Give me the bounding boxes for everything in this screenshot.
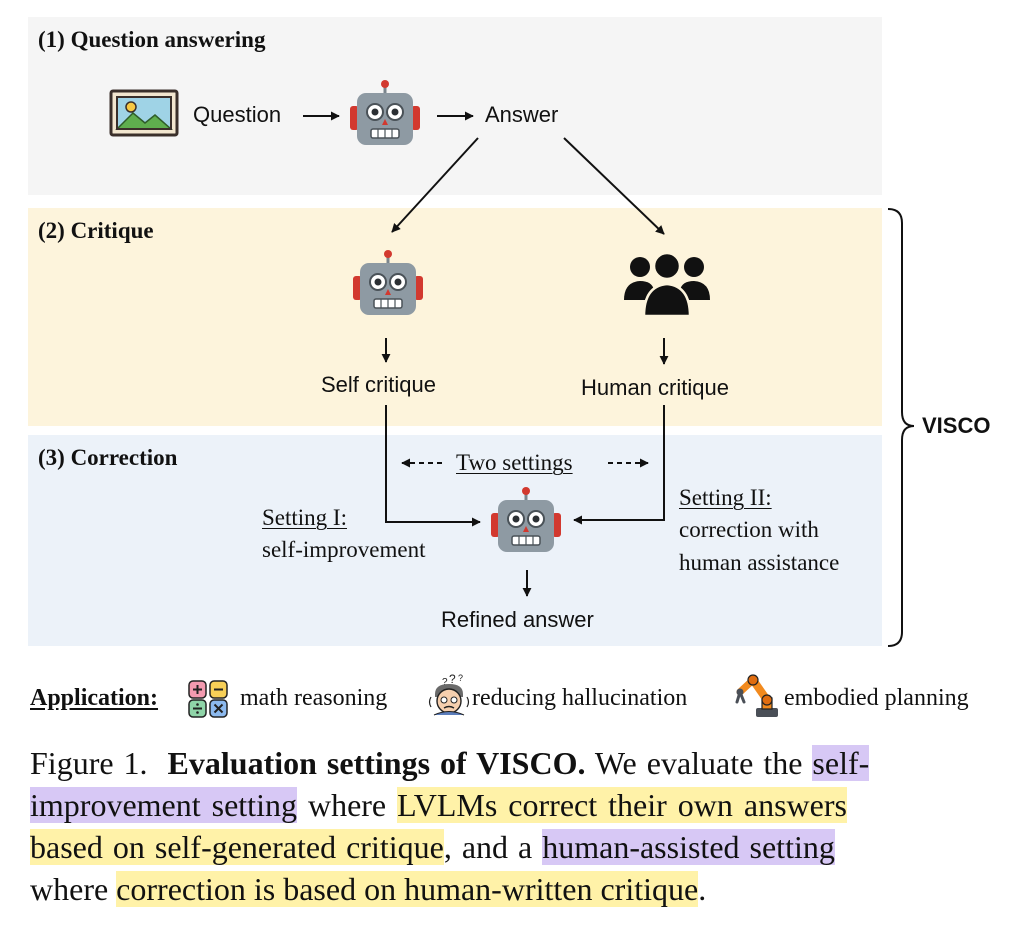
connector-self-critique-to-robot [385, 405, 481, 527]
svg-text:?: ? [458, 674, 463, 683]
correction-panel: (3) Correction [28, 435, 882, 646]
panel-title-question-answering: (1) Question answering [38, 27, 266, 52]
setting-2-line-2: human assistance [679, 550, 840, 575]
setting-1-title: Setting I: [262, 505, 347, 530]
caption-line-3: based on self-generated critique, and a … [30, 826, 1010, 868]
caption-line-1: Figure 1. Evaluation settings of VISCO. … [30, 742, 1010, 784]
confused-person-icon: ? ? ? [428, 674, 470, 716]
caption-highlight-purple: self- [812, 745, 870, 781]
application-item-math-reasoning: math reasoning [240, 685, 388, 711]
svg-text:?: ? [449, 674, 456, 686]
arrow-answer-to-self [391, 137, 479, 233]
refined-answer-label: Refined answer [441, 607, 594, 632]
two-settings-label: Two settings [456, 450, 573, 475]
image-icon [109, 89, 179, 137]
caption-text: , and a [443, 829, 533, 865]
visco-label: VISCO [922, 413, 991, 438]
setting-1-description: self-improvement [262, 537, 426, 562]
figure-caption: Figure 1. Evaluation settings of VISCO. … [30, 742, 1010, 910]
panel-title-correction: (3) Correction [38, 445, 178, 470]
caption-figure-label: Figure 1. [30, 745, 148, 781]
svg-text:?: ? [442, 677, 448, 688]
panel-title-critique: (2) Critique [38, 218, 154, 243]
self-critique-label: Self critique [321, 372, 436, 397]
setting-2-line-1: correction with [679, 517, 819, 542]
caption-highlight-purple: improvement setting [30, 787, 297, 823]
caption-bold-title: Evaluation settings of VISCO. [167, 745, 586, 781]
caption-highlight-yellow: LVLMs correct their own answers [397, 787, 847, 823]
application-item-reducing-hallucination: reducing hallucination [472, 685, 688, 711]
caption-text: where [307, 787, 387, 823]
robot-arm-icon [735, 674, 778, 717]
critique-panel: (2) Critique [28, 208, 882, 426]
arrow-answer-to-human [563, 137, 665, 235]
math-operators-icon [188, 680, 228, 718]
application-row: Application: math reasoning ? ? ? reduci… [30, 674, 1010, 718]
answer-label: Answer [485, 102, 559, 127]
caption-line-4: where correction is based on human-writt… [30, 868, 1010, 910]
caption-highlight-yellow: based on self-generated critique [30, 829, 444, 865]
visco-brace [887, 208, 915, 647]
caption-highlight-yellow: correction is based on human-written cri… [116, 871, 699, 907]
people-icon [624, 251, 710, 318]
caption-line-2: improvement setting where LVLMs correct … [30, 784, 1010, 826]
caption-text: . [698, 871, 707, 907]
caption-text: where [30, 871, 109, 907]
human-critique-label: Human critique [581, 375, 729, 400]
caption-text: We evaluate the [594, 745, 803, 781]
caption-highlight-purple: human-assisted setting [542, 829, 835, 865]
connector-human-critique-to-robot [573, 405, 665, 525]
setting-2-title: Setting II: [679, 485, 772, 510]
application-label: Application: [30, 685, 159, 711]
question-label: Question [193, 102, 282, 127]
application-item-embodied-planning: embodied planning [784, 685, 969, 711]
